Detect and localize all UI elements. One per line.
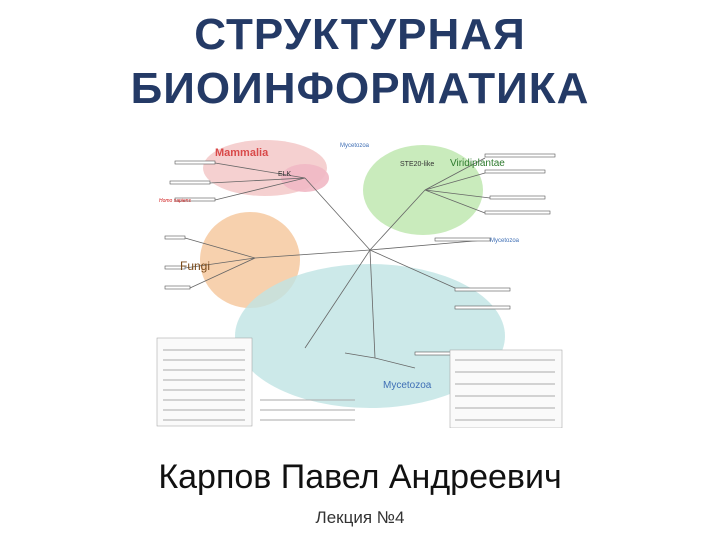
legend (156, 337, 563, 428)
mammalia-label: Mammalia (215, 147, 269, 159)
viridiplantae-label: Viridiplantae (450, 158, 505, 169)
mycetozoa-side-label: Mycetozoa (490, 238, 520, 244)
mycetozoa-top-label: Mycetozoa (340, 143, 370, 149)
tree-branches (184, 157, 491, 369)
mycetozoa-label: Mycetozoa (383, 380, 432, 391)
author-name: Карпов Павел Андреевич (158, 458, 562, 496)
domain-bars (164, 153, 556, 356)
lecture-number: Лекция №4 (315, 508, 405, 527)
fungi-label: Fungi (180, 259, 210, 273)
mycetozoa-region (235, 264, 505, 408)
viridiplantae-region (363, 145, 483, 235)
legend-lines (163, 349, 555, 421)
homo-sapiens-label: Homo sapiens (159, 198, 191, 204)
elk-label: ELK (278, 171, 292, 178)
phylogenetic-tree-figure: Mammalia ELK Homo sapiens Viridiplantae … (156, 140, 563, 428)
ste20-label: STE20-like (400, 161, 434, 168)
slide-title-line-1: СТРУКТУРНАЯ (194, 10, 526, 59)
slide-title-line-2: БИОИНФОРМАТИКА (130, 64, 590, 113)
